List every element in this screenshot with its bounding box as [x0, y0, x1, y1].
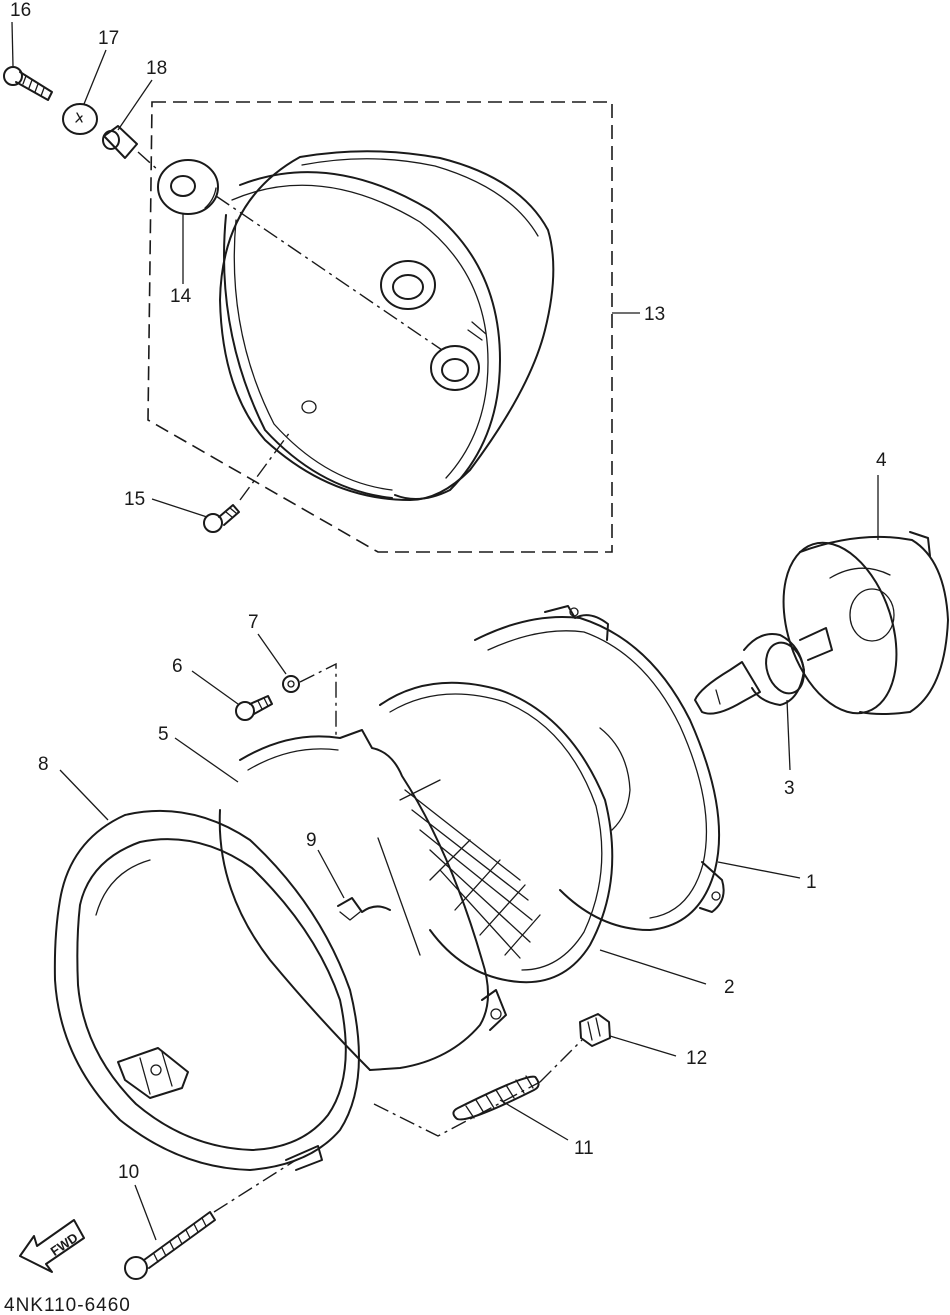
callout-16: 16 — [10, 0, 31, 21]
callout-6: 6 — [172, 656, 183, 677]
headlight-shell — [219, 150, 555, 501]
callout-4: 4 — [876, 450, 887, 471]
headlight-housing-1 — [474, 605, 725, 931]
grommet-14 — [157, 159, 219, 215]
callout-7: 7 — [248, 612, 259, 633]
callout-11: 11 — [574, 1138, 594, 1159]
callout-14: 14 — [170, 286, 192, 307]
assembly-13-boundary — [147, 101, 613, 553]
fwd-arrow-icon: FWD — [19, 1219, 85, 1273]
washer-17 — [62, 103, 98, 135]
callout-10: 10 — [118, 1162, 139, 1183]
screw-6 — [235, 695, 273, 721]
bolt-16 — [3, 66, 53, 101]
wire-clip-9 — [337, 897, 391, 921]
lens-unit-2 — [379, 681, 614, 984]
callout-2: 2 — [724, 977, 735, 998]
drawing-code: 4NK110-6460 — [4, 1295, 131, 1315]
callout-12: 12 — [686, 1048, 707, 1069]
leader-lines — [11, 21, 879, 1241]
callout-15: 15 — [124, 489, 145, 510]
callout-18: 18 — [146, 58, 167, 79]
callout-3: 3 — [784, 778, 795, 799]
callout-9: 9 — [306, 830, 317, 851]
nut-12 — [579, 1013, 611, 1047]
callout-1: 1 — [806, 872, 817, 893]
screw-15 — [203, 504, 240, 533]
washer-7 — [282, 675, 300, 693]
bulb-3 — [694, 627, 833, 715]
trim-ring-8 — [53, 809, 360, 1171]
callout-5: 5 — [158, 724, 169, 745]
socket-cover-4 — [782, 531, 949, 715]
callout-13: 13 — [644, 304, 665, 325]
collar-18 — [102, 125, 138, 159]
headlight-case-5 — [218, 729, 507, 1071]
spring-11 — [452, 1075, 540, 1121]
screw-10 — [124, 1211, 216, 1280]
callout-8: 8 — [38, 754, 49, 775]
callout-17: 17 — [98, 28, 119, 49]
